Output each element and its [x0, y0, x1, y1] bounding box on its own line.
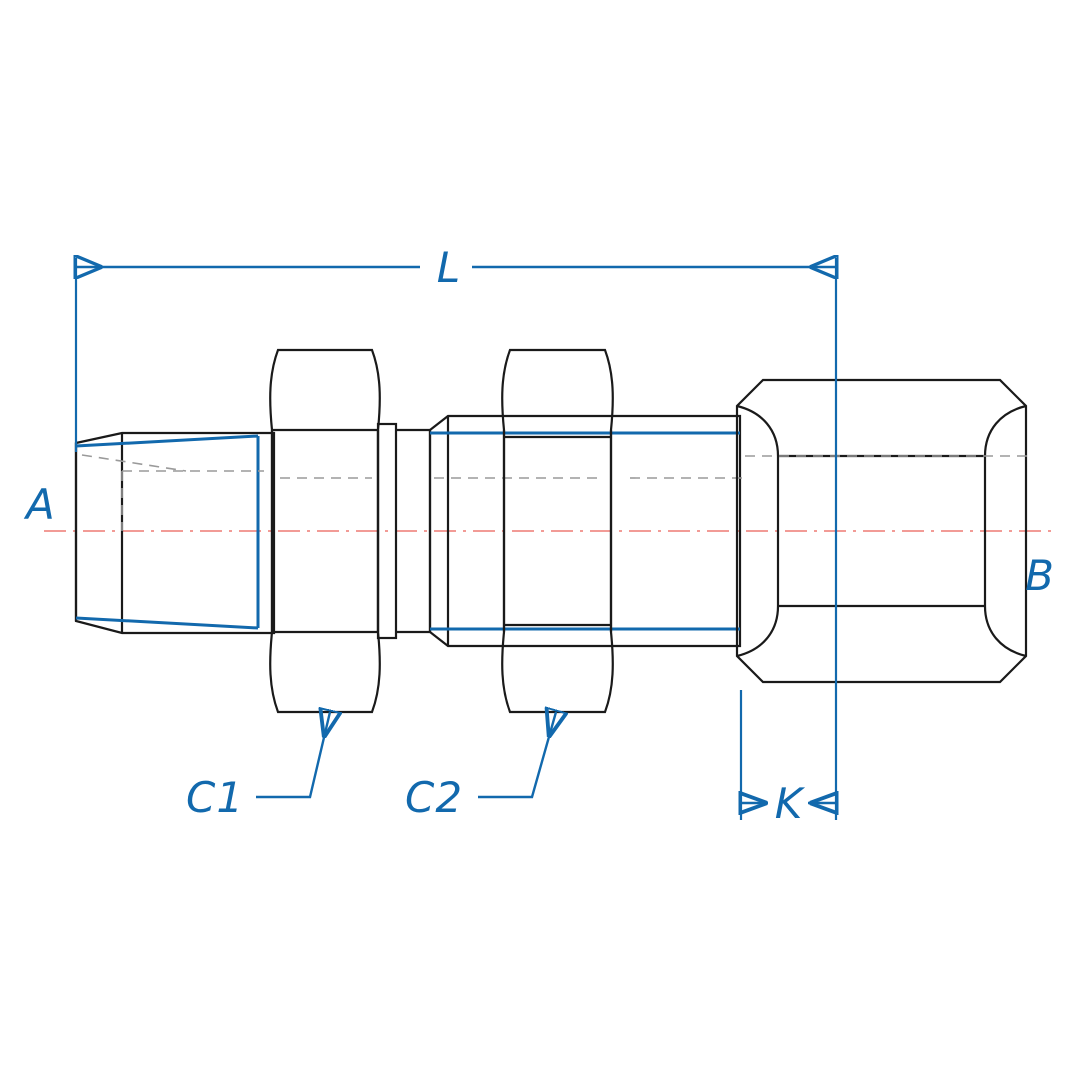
dimension-label-l: L — [437, 243, 461, 292]
dimension-label-a: A — [23, 480, 56, 529]
dimension-L: L — [76, 243, 836, 560]
straight-thread-minor-diameter-highlight — [430, 431, 740, 631]
leader-c1-line — [256, 712, 330, 799]
dimension-label-k: K — [775, 779, 806, 828]
hex-nut-c2 — [501, 348, 614, 714]
leader-c2: C2 — [405, 712, 556, 822]
leader-c2-line — [478, 712, 556, 799]
dimension-label-c1: C1 — [186, 773, 244, 822]
hex-body-b — [735, 378, 1028, 684]
dimension-label-b: B — [1025, 551, 1055, 600]
leader-c1: C1 — [186, 712, 330, 822]
tapered-pipe-thread-feature — [74, 431, 276, 635]
dimension-label-c2: C2 — [405, 773, 463, 822]
straight-thread-shank — [428, 414, 742, 648]
tapered-thread-hidden-lines — [81, 454, 264, 531]
dimension-K: K — [741, 560, 836, 828]
tapered-thread-minor-diameter-highlight — [75, 434, 260, 630]
